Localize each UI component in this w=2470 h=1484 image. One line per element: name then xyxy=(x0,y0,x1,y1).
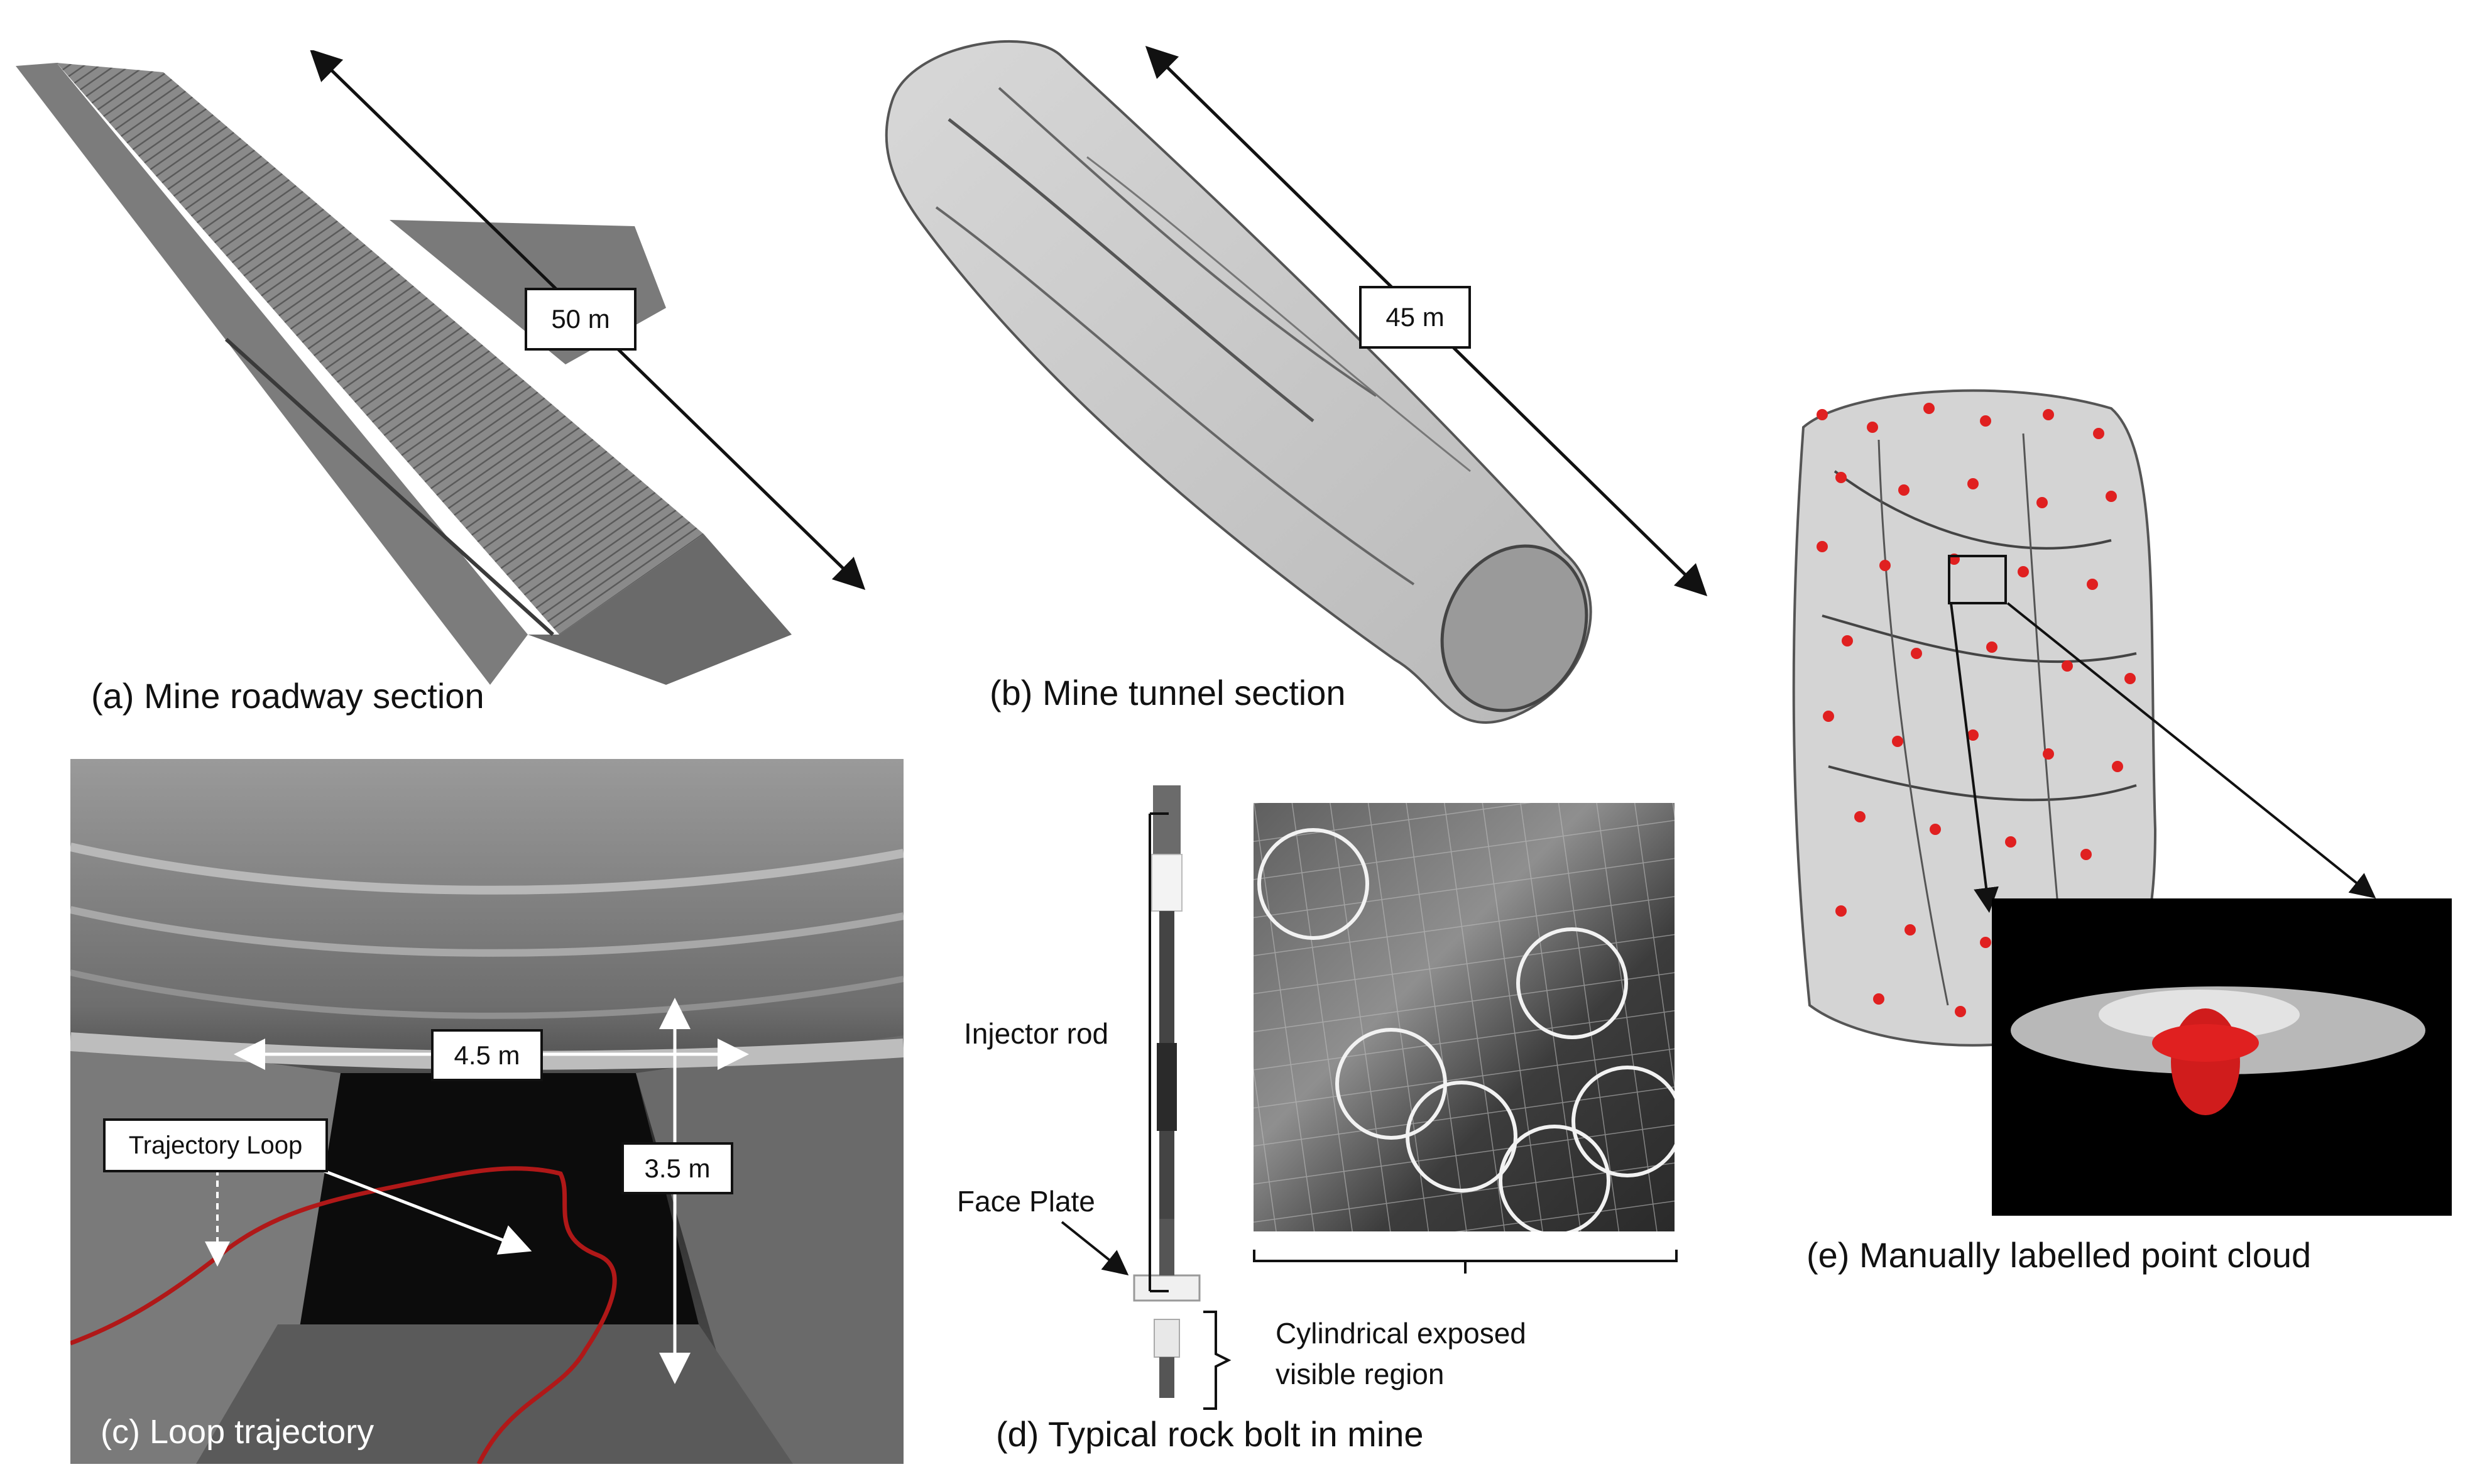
caption-a: (a) Mine roadway section xyxy=(91,676,484,716)
exposed-region-label-1: Cylindrical exposed xyxy=(1276,1317,1526,1350)
loop-width-label: 4.5 m xyxy=(431,1029,543,1081)
caption-d: (d) Typical rock bolt in mine xyxy=(996,1414,1424,1454)
rock-mesh-photo xyxy=(1254,803,1675,1231)
bolt-circle-4 xyxy=(1406,1081,1517,1192)
bolt-circle-5 xyxy=(1571,1066,1675,1177)
bolt-circle-6 xyxy=(1499,1125,1610,1231)
tunnel-dimension-arrow xyxy=(1145,46,1708,596)
panel-c-loop-trajectory: 4.5 m 3.5 m Trajectory Loop (c) Loop tra… xyxy=(70,759,904,1464)
zoom-region-box xyxy=(1948,555,2007,604)
injector-rod-label: Injector rod xyxy=(964,1017,1109,1050)
zoomed-bolt-cloud xyxy=(2011,986,2425,1115)
exposed-region-label-2: visible region xyxy=(1276,1358,1445,1390)
injector-bracket xyxy=(1149,812,1169,1292)
panel-a-roadway: 50 m xyxy=(13,50,880,697)
zoomed-bolt-inset xyxy=(1992,898,2452,1216)
face-plate-arrow xyxy=(1061,1221,1129,1275)
rock-bolt xyxy=(1133,785,1201,1398)
caption-e: (e) Manually labelled point cloud xyxy=(1806,1235,2312,1275)
bolt-head xyxy=(1153,785,1181,854)
caption-b: (b) Mine tunnel section xyxy=(990,673,1346,712)
caption-c: (c) Loop trajectory xyxy=(101,1413,374,1451)
roadway-length-label: 50 m xyxy=(525,288,637,351)
face-plate xyxy=(1133,1274,1201,1302)
bolt-circle-2 xyxy=(1516,927,1628,1039)
exposed-region-brace xyxy=(1203,1311,1232,1410)
bolt-circle-1 xyxy=(1257,828,1369,940)
zoom-lines xyxy=(1950,602,2376,913)
face-plate-label: Face Plate xyxy=(957,1185,1095,1218)
photo-bracket xyxy=(1253,1250,1678,1274)
loop-dimension-arrows xyxy=(205,998,749,1384)
bolt-sleeve xyxy=(1151,854,1183,912)
tunnel-length-label: 45 m xyxy=(1359,286,1471,349)
trajectory-loop-label: Trajectory Loop xyxy=(103,1118,328,1172)
panel-b-tunnel: 45 m xyxy=(873,19,1734,741)
roadway-dimension-arrow xyxy=(309,50,866,590)
loop-height-label: 3.5 m xyxy=(621,1142,733,1194)
